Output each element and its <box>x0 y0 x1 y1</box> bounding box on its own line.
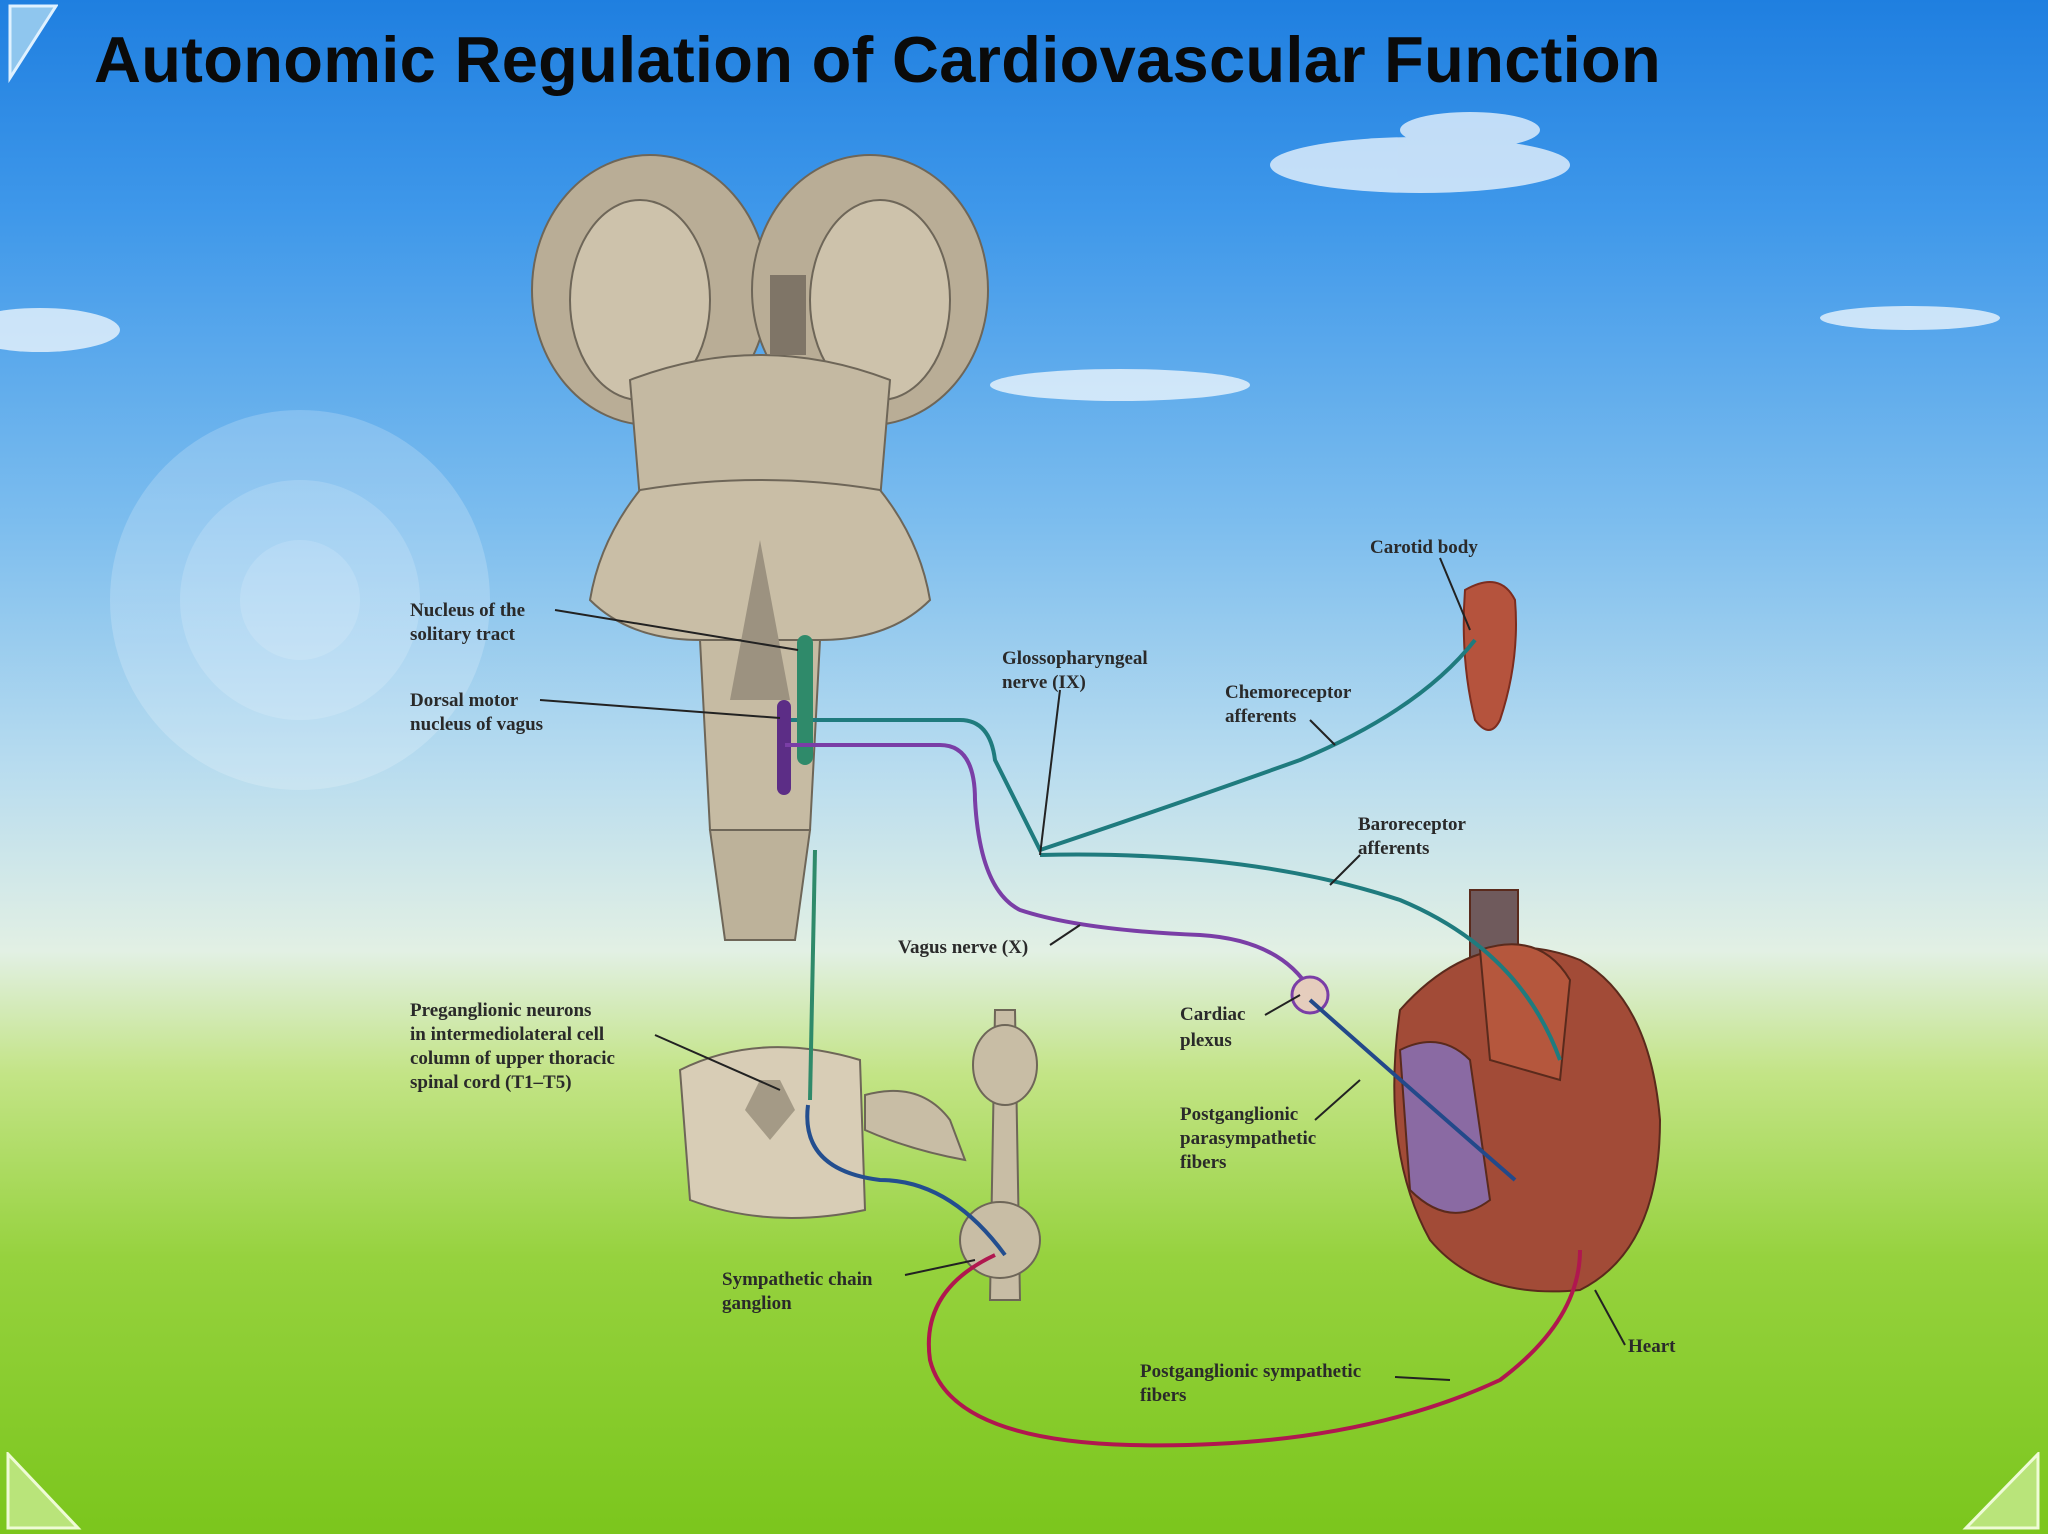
label-glossopharyngeal-line1: Glossopharyngeal <box>1002 648 1148 669</box>
label-vagus-nerve: Vagus nerve (X) <box>898 937 1028 958</box>
leader-lines <box>539 557 1626 1381</box>
label-preganglionic-line1: Preganglionic neurons <box>410 1000 591 1021</box>
label-preganglionic-line2: in intermediolateral cell <box>410 1024 604 1045</box>
label-cardiac-plexus-line2: plexus <box>1180 1030 1232 1051</box>
slide-title: Autonomic Regulation of Cardiovascular F… <box>94 23 1661 96</box>
cloud <box>0 112 2000 401</box>
label-dorsal-motor-line1: Dorsal motor <box>410 690 519 711</box>
label-preganglionic-line4: spinal cord (T1–T5) <box>410 1072 572 1093</box>
label-postganglionic-parasympathetic-line2: parasympathetic <box>1180 1128 1316 1149</box>
postganglionic-sympathetic-path <box>926 1249 1582 1448</box>
corner-triangle-bottom-left <box>6 1452 82 1530</box>
spinal-cord-section <box>678 1046 867 1219</box>
vagus-efferent-path <box>785 743 1312 992</box>
label-postganglionic-parasympathetic-line1: Postganglionic <box>1180 1104 1298 1125</box>
label-baroreceptor-line2: afferents <box>1358 838 1429 859</box>
descending-spinal-path <box>808 849 817 1101</box>
carotid-body <box>1462 581 1517 731</box>
corner-triangle-bottom-right <box>1962 1452 2040 1530</box>
baroreceptor-afferent-path <box>1039 852 1562 1061</box>
label-sympathetic-chain-line1: Sympathetic chain <box>722 1269 873 1290</box>
glossopharyngeal-afferent-path <box>790 638 1477 853</box>
label-solitary-tract-line1: Nucleus of the <box>410 600 525 621</box>
sympathetic-chain <box>864 1009 1041 1301</box>
corner-triangle-top-left <box>8 4 58 84</box>
label-preganglionic-line3: column of upper thoracic <box>410 1048 615 1069</box>
label-chemoreceptor-line1: Chemoreceptor <box>1225 682 1352 703</box>
solitary-nucleus-column <box>797 635 813 765</box>
label-postganglionic-sympathetic-line1: Postganglionic sympathetic <box>1140 1361 1361 1382</box>
label-postganglionic-sympathetic-line2: fibers <box>1140 1385 1186 1406</box>
heart-illustration <box>1393 889 1662 1293</box>
label-heart: Heart <box>1628 1336 1676 1357</box>
label-solitary-tract-line2: solitary tract <box>410 624 516 645</box>
label-glossopharyngeal-line2: nerve (IX) <box>1002 672 1086 693</box>
dorsal-motor-nucleus <box>777 700 791 795</box>
sympathetic-preganglionic-path <box>805 1104 1007 1257</box>
label-cardiac-plexus-line1: Cardiac <box>1180 1004 1245 1025</box>
postganglionic-parasympathetic-path <box>1308 998 1517 1182</box>
label-baroreceptor-line1: Baroreceptor <box>1358 814 1467 835</box>
label-carotid-body: Carotid body <box>1370 537 1478 558</box>
label-chemoreceptor-line2: afferents <box>1225 706 1296 727</box>
cardiac-plexus <box>1290 975 1330 1015</box>
label-postganglionic-parasympathetic-line3: fibers <box>1180 1152 1226 1173</box>
dandelion-puff <box>110 410 490 790</box>
label-sympathetic-chain-line2: ganglion <box>722 1293 792 1314</box>
label-dorsal-motor-line2: nucleus of vagus <box>410 714 543 735</box>
brainstem-illustration <box>531 154 989 941</box>
